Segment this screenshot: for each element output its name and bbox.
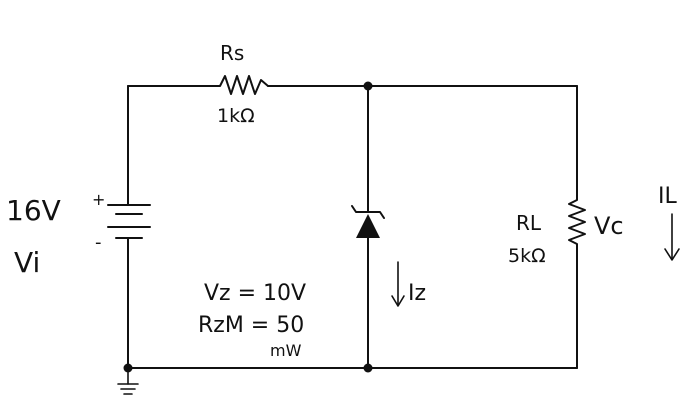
wires [127, 85, 578, 369]
rzm-unit-label: mW [270, 341, 302, 360]
ground-symbol [117, 367, 139, 395]
series-resistor-rs [212, 75, 269, 95]
dc-source [107, 204, 151, 239]
rl-value-label: 5kΩ [508, 245, 546, 267]
iz-label: Iz [408, 281, 426, 306]
zener-bar [351, 205, 385, 219]
junction-dot-top [363, 81, 373, 91]
il-label: IL [658, 184, 677, 209]
iz-arrow [391, 261, 405, 307]
junction-dot-bottom-middle [363, 363, 373, 373]
load-resistor-rl [568, 195, 586, 249]
il-arrow [664, 213, 680, 261]
rl-name-label: RL [516, 211, 542, 235]
zener-triangle [356, 214, 380, 238]
minus-label: - [95, 232, 102, 253]
source-name-label: Vi [14, 246, 40, 279]
zener-diode [351, 205, 385, 238]
iz-arrow-head [391, 295, 405, 307]
rs-name-label: Rs [220, 41, 244, 65]
source-voltage-label: 16V [6, 194, 61, 227]
vz-label: Vz = 10V [204, 281, 306, 306]
rzm-label: RzM = 50 [198, 313, 304, 338]
plus-label: + [92, 190, 105, 209]
vc-label: Vc [594, 212, 624, 240]
rs-value-label: 1kΩ [217, 105, 255, 127]
il-arrow-head [664, 248, 680, 261]
